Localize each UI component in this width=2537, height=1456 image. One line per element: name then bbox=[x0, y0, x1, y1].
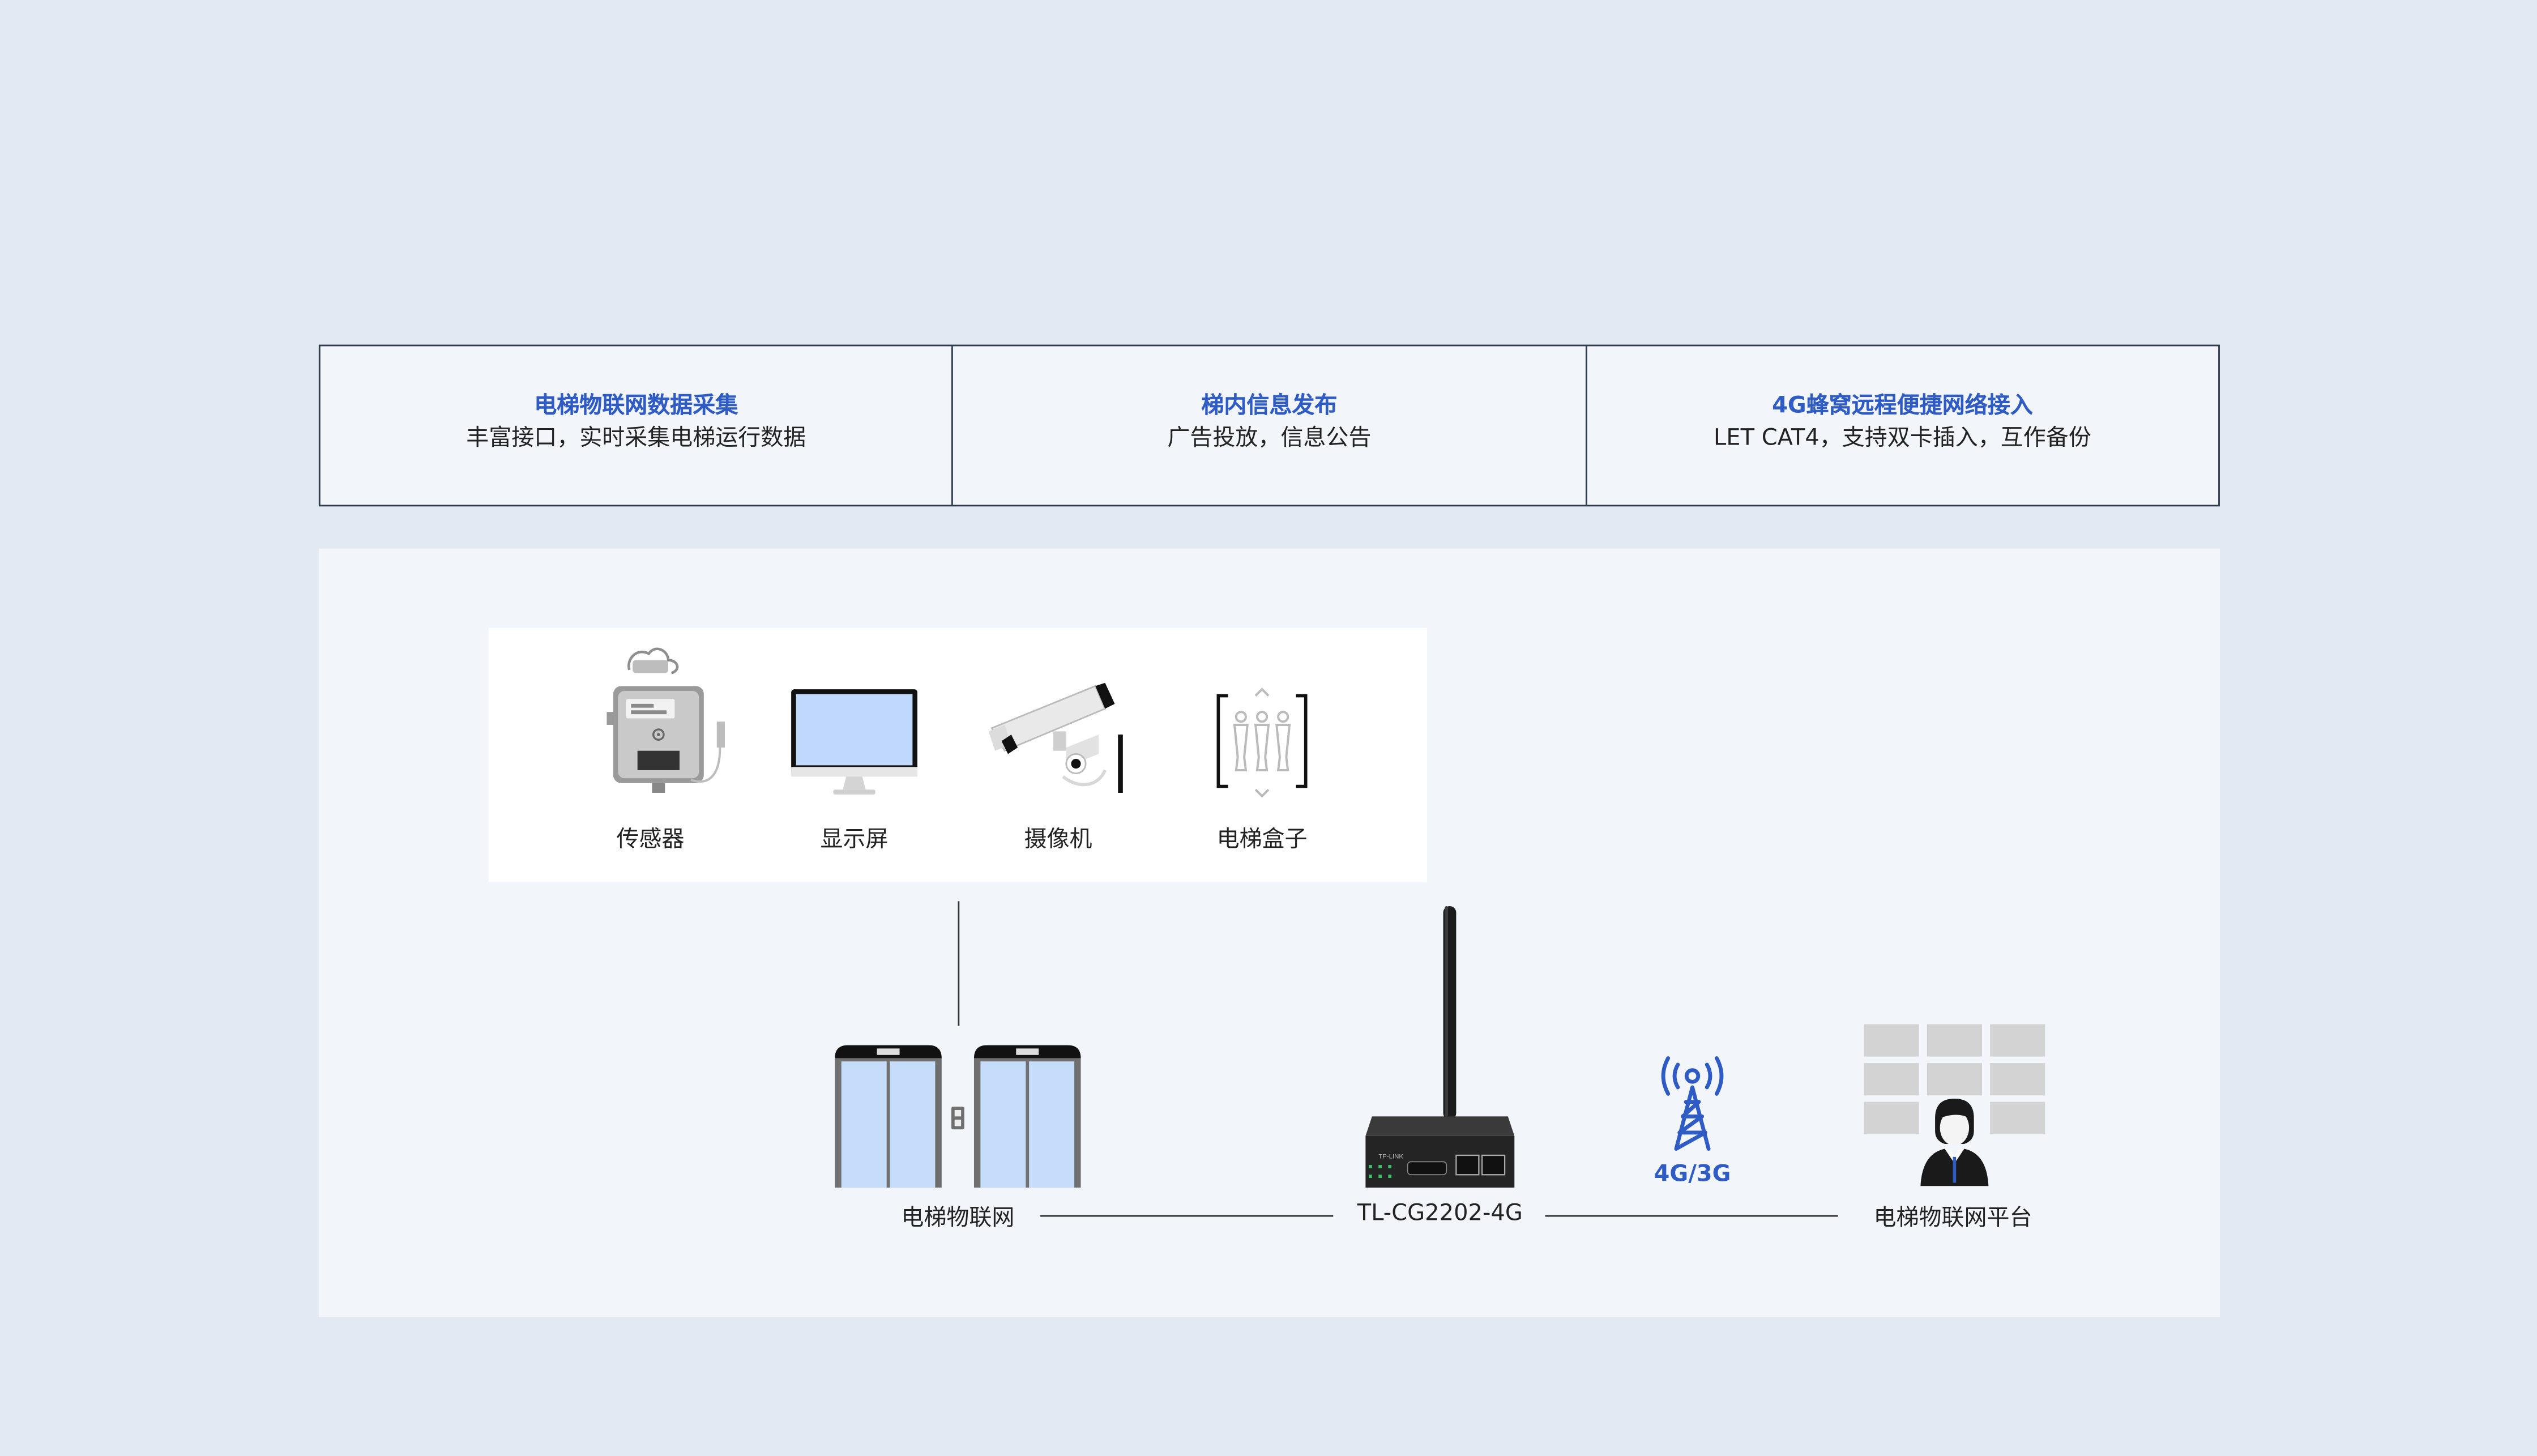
elevator-box-icon bbox=[1216, 688, 1308, 798]
feature-desc: 丰富接口，实时采集电梯运行数据 bbox=[466, 424, 806, 451]
router-icon: TP-LINK bbox=[1365, 906, 1515, 1188]
connector-elevator-router bbox=[1040, 1215, 1334, 1217]
sensor-icon bbox=[607, 647, 725, 793]
device-card: 传感器 显示屏 bbox=[488, 627, 1427, 882]
platform-icon bbox=[1864, 1024, 2045, 1189]
platform-label: 电梯物联网平台 bbox=[1873, 1205, 2032, 1232]
feature-4g-access: 4G蜂窝远程便捷网络接入 LET CAT4，支持双卡插入，互作备份 bbox=[1587, 346, 2218, 505]
device-camera: 摄像机 bbox=[969, 628, 1147, 853]
feature-desc: LET CAT4，支持双卡插入，互作备份 bbox=[1714, 424, 2091, 451]
feature-data-collection: 电梯物联网数据采集 丰富接口，实时采集电梯运行数据 bbox=[321, 346, 954, 505]
device-label: 电梯盒子 bbox=[1216, 826, 1308, 853]
device-label: 显示屏 bbox=[820, 826, 889, 853]
device-elevator-box: 电梯盒子 bbox=[1173, 628, 1351, 853]
feature-bar: 电梯物联网数据采集 丰富接口，实时采集电梯运行数据 梯内信息发布 广告投放，信息… bbox=[318, 344, 2220, 507]
svg-text:TP-LINK: TP-LINK bbox=[1378, 1154, 1403, 1160]
feature-info-publish: 梯内信息发布 广告投放，信息公告 bbox=[954, 346, 1587, 505]
monitor-icon bbox=[791, 689, 917, 795]
device-sensor: 传感器 bbox=[561, 628, 739, 853]
network-label: 4G/3G bbox=[1654, 1162, 1731, 1188]
operator-icon bbox=[1920, 1098, 1989, 1186]
connector-router-platform bbox=[1545, 1215, 1838, 1217]
connector-vertical bbox=[958, 901, 960, 1026]
feature-title: 4G蜂窝远程便捷网络接入 bbox=[1772, 392, 2033, 419]
feature-title: 电梯物联网数据采集 bbox=[534, 392, 738, 419]
cell-tower-icon bbox=[1661, 1056, 1724, 1151]
feature-desc: 广告投放，信息公告 bbox=[1167, 424, 1372, 451]
camera-icon bbox=[988, 682, 1123, 793]
device-label: 摄像机 bbox=[1024, 826, 1092, 853]
elevator-icon bbox=[835, 1045, 1081, 1188]
elevator-label: 电梯物联网 bbox=[901, 1205, 1015, 1232]
router-label: TL-CG2202-4G bbox=[1357, 1200, 1523, 1227]
device-monitor: 显示屏 bbox=[765, 628, 943, 853]
feature-title: 梯内信息发布 bbox=[1201, 392, 1338, 419]
device-label: 传感器 bbox=[616, 826, 685, 853]
